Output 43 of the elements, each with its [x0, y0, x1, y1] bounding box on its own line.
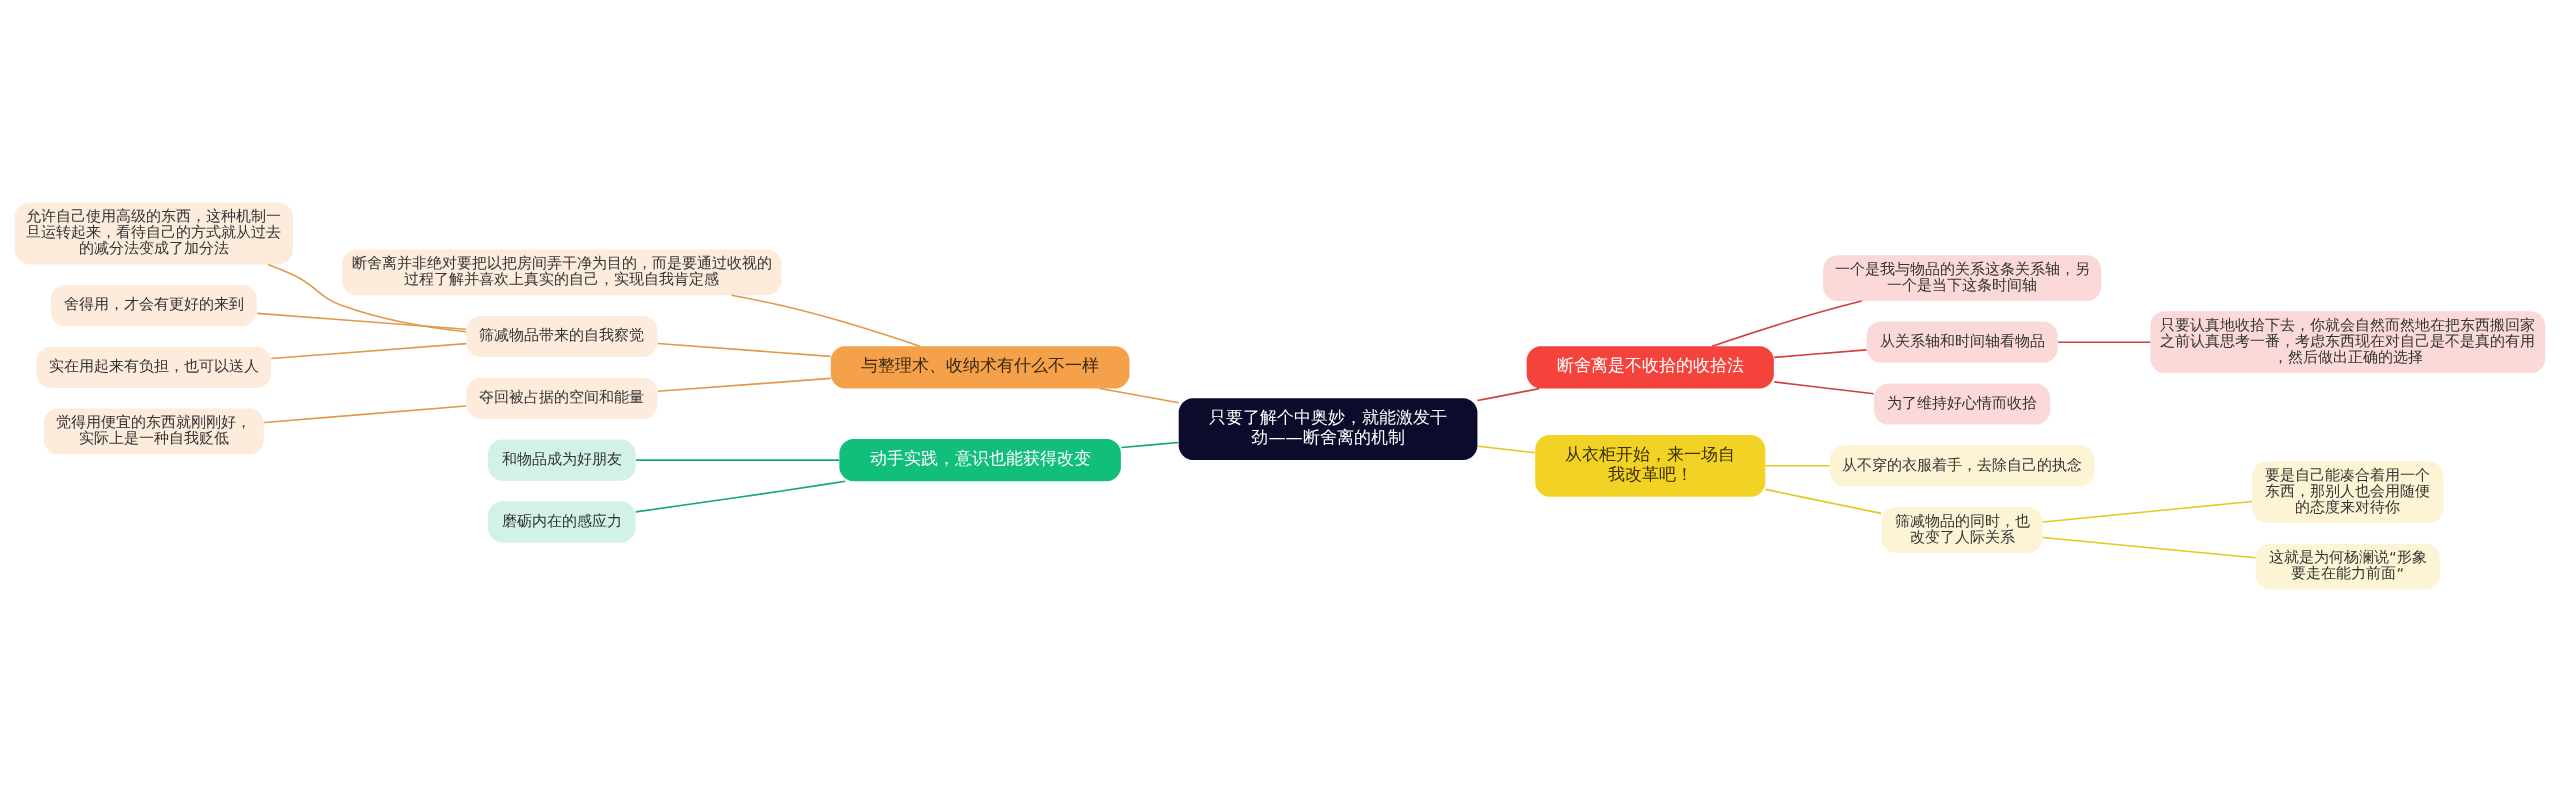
connector [267, 263, 467, 333]
connector [256, 312, 467, 330]
node-box: 允许自己使用高级的东西，这种机制一旦运转起来，看待自己的方式就从过去的减分法变成了加分法 [14, 202, 293, 264]
connector [1120, 441, 1179, 448]
node-box: 舍得用，才会有更好的来到 [50, 284, 257, 326]
connector [1773, 380, 1875, 394]
node-box: 实在用起来有负担，也可以送人 [36, 346, 272, 388]
connector [1476, 387, 1540, 401]
node-box: 只要认真地收拾下去，你就会自然而然地在把东西搬回家之前认真思考一番，考虑东西现在对自己是不是真的有用，然后做出正确的选择 [2150, 310, 2546, 373]
connector [1476, 444, 1536, 454]
connector [2042, 500, 2253, 523]
connector [1764, 488, 1882, 514]
connector [1764, 464, 1831, 467]
node-box: 与整理术、收纳术有什么不一样 [830, 345, 1130, 389]
node-box: 从不穿的衣服着手，去除自己的执念 [1829, 444, 2095, 486]
node-box: 筛减物品带来的自我察觉 [466, 315, 658, 357]
node-box: 要是自己能凑合着用一个东西，那别人也会用随便的态度来对待你 [2252, 460, 2444, 523]
connector [657, 342, 832, 357]
node-box: 动手实践，意识也能获得改变 [839, 438, 1121, 481]
node-box: 一个是我与物品的关系这条关系轴，另一个是当下这条时间轴 [1823, 254, 2102, 301]
node-box: 和物品成为好朋友 [488, 439, 636, 481]
connector [1098, 387, 1180, 403]
connector [635, 458, 840, 461]
connector [2057, 340, 2152, 343]
node-box: 只要了解个中奥妙，就能激发干劲——断舍离的机制 [1178, 397, 1478, 460]
node-box: 断舍离是不收拾的收拾法 [1526, 345, 1774, 389]
connector [730, 294, 921, 347]
connector [1711, 299, 1863, 347]
node-box: 筛减物品的同时，也改变了人际关系 [1881, 506, 2043, 553]
node-box: 夺回被占据的空间和能量 [466, 377, 658, 419]
connector [635, 480, 846, 513]
connector [1773, 348, 1868, 358]
node-box: 从关系轴和时间轴看物品 [1866, 321, 2058, 363]
node-box: 觉得用便宜的东西就刚刚好，实际上是一种自我贬低 [43, 408, 264, 454]
node-box: 这就是为何杨澜说“形象要走在能力前面“ [2255, 543, 2440, 589]
node-box: 磨砺内在的感应力 [488, 500, 636, 542]
connector [2042, 536, 2257, 559]
connector [270, 342, 468, 359]
node-box: 从衣柜开始，来一场自我改革吧！ [1535, 434, 1766, 497]
node-box: 为了维持好心情而收拾 [1874, 382, 2051, 425]
connector [657, 377, 832, 392]
connector [263, 404, 467, 423]
node-box: 断舍离并非绝对要把以把房间弄干净为目的，而是要通过收视的过程了解并喜欢上真实的自己，实现自我肯定感 [342, 249, 782, 295]
